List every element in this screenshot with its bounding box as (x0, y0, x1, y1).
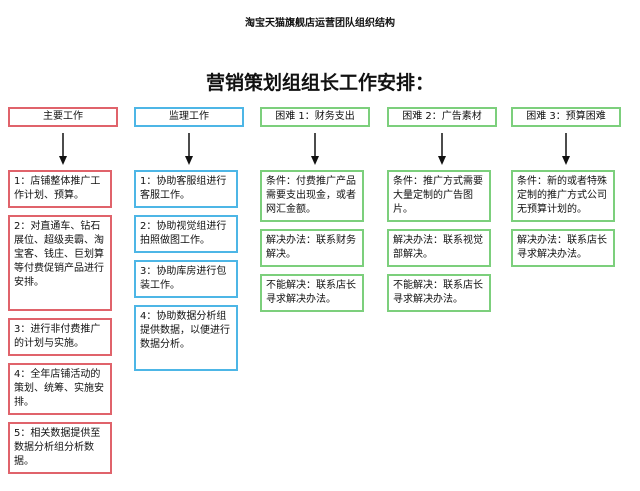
main-work-item-5: 5：相关数据提供至数据分析组分析数据。 (8, 422, 112, 474)
main-work-item-3: 3：进行非付费推广的计划与实施。 (8, 318, 112, 356)
arrow-down-icon (59, 133, 67, 165)
header-difficulty-finance: 困难 1：财务支出 (260, 107, 370, 127)
ad-material-condition: 条件：推广方式需要大量定制的广告图片。 (387, 170, 491, 222)
arrow-down-icon (438, 133, 446, 165)
main-work-item-2: 2：对直通车、钻石展位、超级卖霸、淘宝客、钱庄、巨划算等付费促销产品进行安排。 (8, 215, 112, 311)
main-work-item-4: 4：全年店铺活动的策划、统筹、实施安排。 (8, 363, 112, 415)
arrow-down-icon (562, 133, 570, 165)
budget-condition: 条件：新的或者特殊定制的推广方式公司无预算计划的。 (511, 170, 615, 222)
ad-material-solution: 解决办法：联系视觉部解决。 (387, 229, 491, 267)
arrow-down-icon (311, 133, 319, 165)
main-work-item-1: 1：店铺整体推广工作计划、预算。 (8, 170, 112, 208)
header-supervision: 监理工作 (134, 107, 244, 127)
finance-condition: 条件：付费推广产品需要支出现金，或者网汇金额。 (260, 170, 364, 222)
org-structure-title: 淘宝天猫旗舰店运营团队组织结构 (245, 18, 395, 29)
page-title: 营销策划组组长工作安排： (205, 72, 434, 94)
header-main-work: 主要工作 (8, 107, 118, 127)
finance-unsolved: 不能解决：联系店长寻求解决办法。 (260, 274, 364, 312)
finance-solution: 解决办法：联系财务解决。 (260, 229, 364, 267)
supervision-item-1: 1：协助客服组进行客服工作。 (134, 170, 238, 208)
arrow-down-icon (185, 133, 193, 165)
header-difficulty-budget: 困难 3：预算困难 (511, 107, 621, 127)
ad-material-unsolved: 不能解决：联系店长寻求解决办法。 (387, 274, 491, 312)
supervision-item-3: 3：协助库房进行包装工作。 (134, 260, 238, 298)
supervision-item-4: 4：协助数据分析组提供数据，以便进行数据分析。 (134, 305, 238, 371)
header-difficulty-ad-material: 困难 2：广告素材 (387, 107, 497, 127)
supervision-item-2: 2：协助视觉组进行拍照做图工作。 (134, 215, 238, 253)
budget-solution: 解决办法：联系店长寻求解决办法。 (511, 229, 615, 267)
